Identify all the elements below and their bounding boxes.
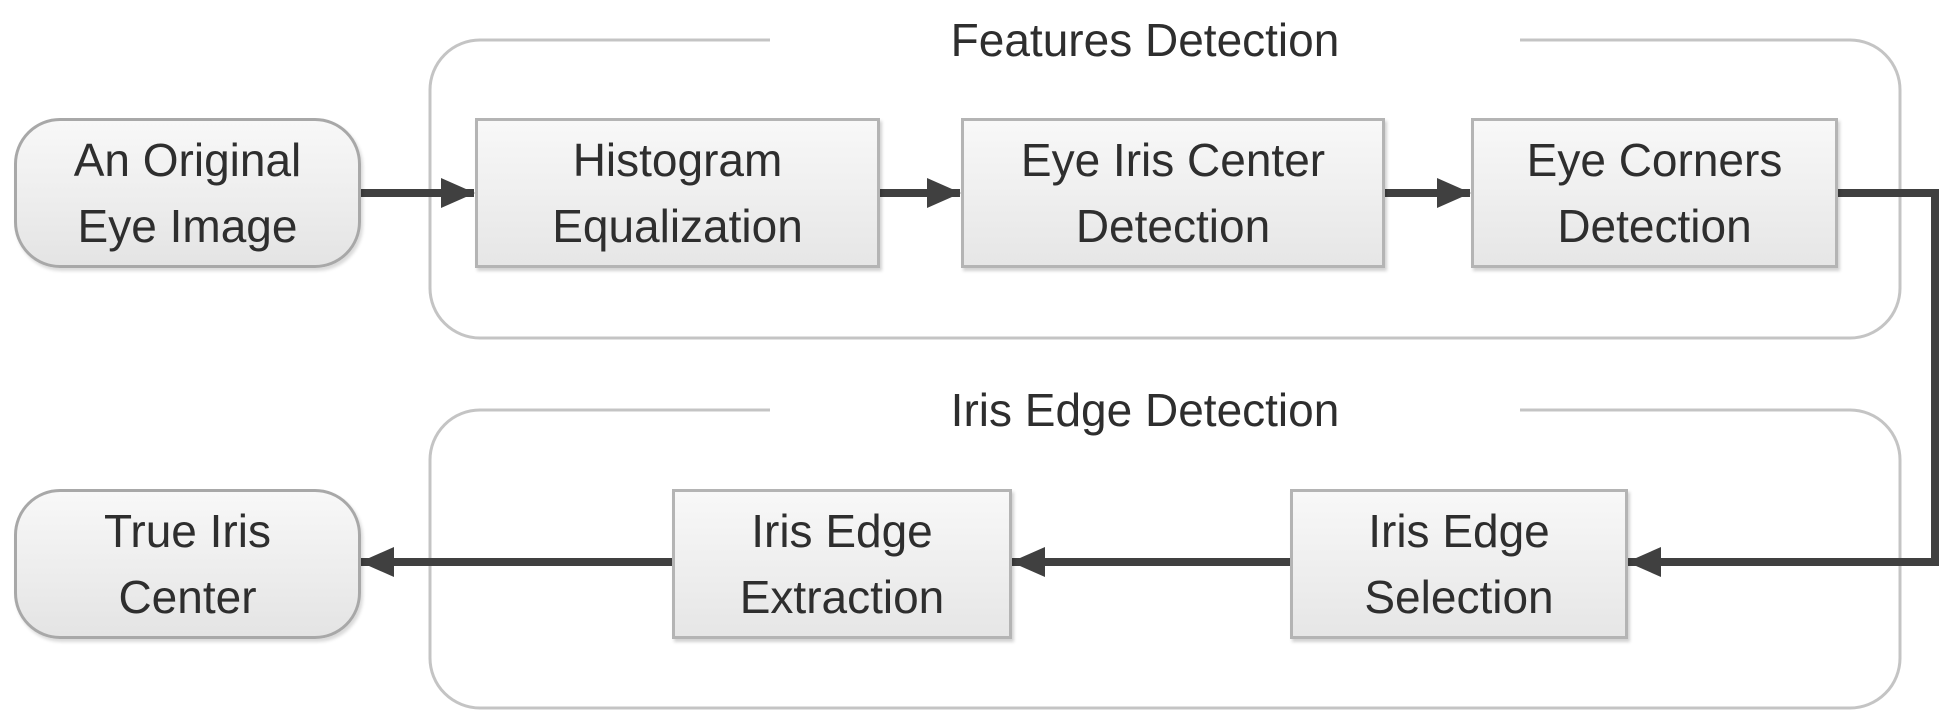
original-eye-image-node: An Original Eye Image — [14, 118, 361, 268]
node-label-line1: An Original — [73, 134, 302, 186]
node-label-line1: Eye Corners — [1526, 134, 1783, 186]
node-label-line2: Extraction — [739, 571, 945, 623]
node-label-line2: Detection — [1557, 200, 1752, 252]
iris-edge-selection-step: Iris Edge Selection — [1290, 489, 1628, 639]
arrow-eye-corners-to-edge-selection — [1627, 189, 1939, 577]
node-label-line2: Center — [118, 571, 257, 623]
node-label-line1: Eye Iris Center — [1020, 134, 1326, 186]
node-label-line1: True Iris — [104, 505, 271, 557]
node-label-line1: Iris Edge — [751, 505, 933, 557]
eye-corners-detection-step: Eye Corners Detection — [1471, 118, 1838, 268]
node-label-line2: Equalization — [552, 200, 803, 252]
node-label-line1: Histogram — [572, 134, 783, 186]
node-label-line1: Iris Edge — [1368, 505, 1550, 557]
features-detection-title: Features Detection — [770, 10, 1520, 70]
histogram-equalization-step: Histogram Equalization — [475, 118, 880, 268]
iris-edge-detection-title: Iris Edge Detection — [770, 380, 1520, 440]
true-iris-center-node: True Iris Center — [14, 489, 361, 639]
eye-iris-center-detection-step: Eye Iris Center Detection — [961, 118, 1385, 268]
node-label-line2: Eye Image — [77, 200, 298, 252]
node-label-line2: Detection — [1075, 200, 1271, 252]
node-label-line2: Selection — [1364, 571, 1554, 623]
iris-edge-extraction-step: Iris Edge Extraction — [672, 489, 1012, 639]
